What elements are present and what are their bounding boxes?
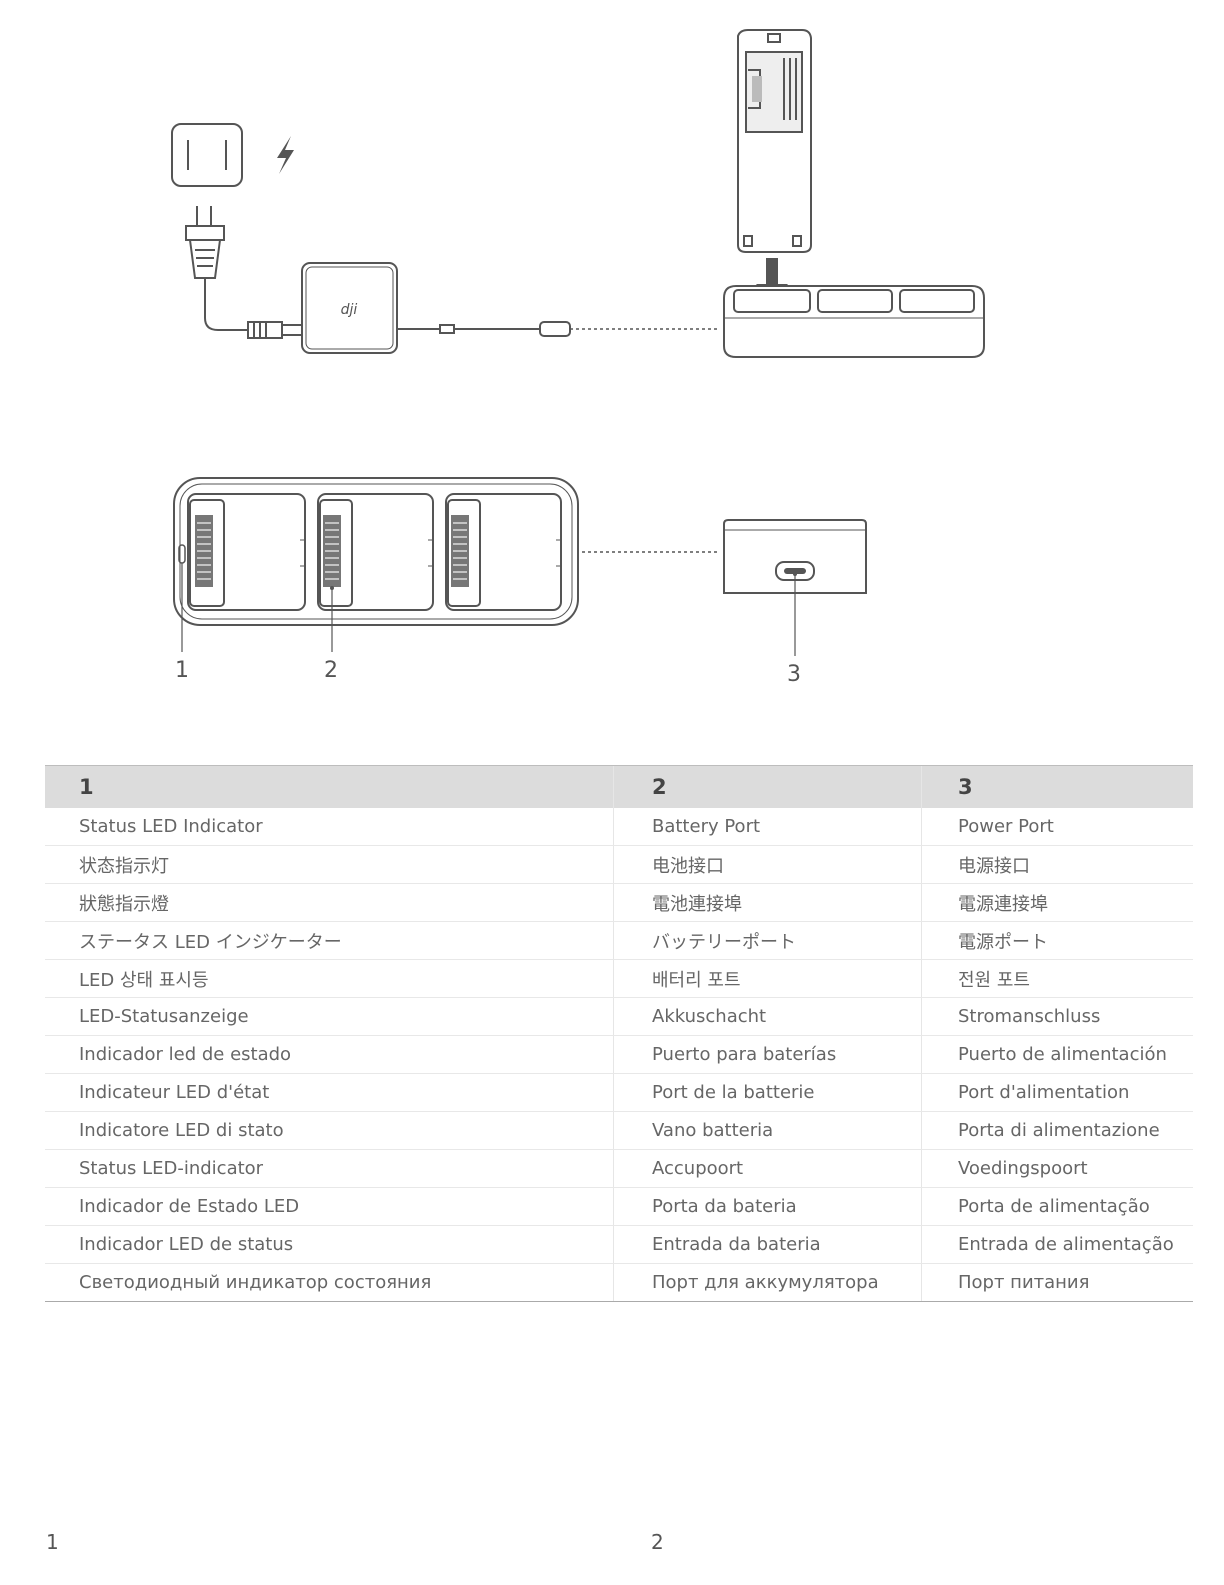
output-cable-icon bbox=[397, 321, 720, 337]
table-cell: 狀態指示燈 bbox=[45, 883, 614, 922]
table-row: Indicador de Estado LED Porta da bateria… bbox=[45, 1187, 1193, 1226]
table-cell: ステータス LED インジケーター bbox=[45, 921, 614, 960]
table-cell: Akkuschacht bbox=[613, 997, 922, 1036]
table-cell: 電源連接埠 bbox=[921, 883, 1193, 922]
table-cell: 电池接口 bbox=[613, 845, 922, 884]
table-cell: 배터리 포트 bbox=[613, 959, 922, 998]
battery-port-icon bbox=[195, 515, 469, 587]
dji-logo: dji bbox=[341, 302, 358, 318]
table-row: 狀態指示燈 電池連接埠 電源連接埠 bbox=[45, 883, 1193, 922]
table-cell: Status LED-indicator bbox=[45, 1149, 614, 1188]
table-cell: 電池連接埠 bbox=[613, 883, 922, 922]
table-cell: Power Port bbox=[921, 808, 1193, 846]
table-cell: Indicador led de estado bbox=[45, 1035, 614, 1074]
table-row: Indicador LED de status Entrada da bater… bbox=[45, 1225, 1193, 1264]
table-cell: Indicateur LED d'état bbox=[45, 1073, 614, 1112]
power-adapter-icon: dji bbox=[301, 262, 398, 354]
charging-hub-icon bbox=[723, 285, 985, 358]
charging-hub-side-view bbox=[723, 519, 867, 594]
table-cell: 状态指示灯 bbox=[45, 845, 614, 884]
table-cell: 電源ポート bbox=[921, 921, 1193, 960]
table-cell: Stromanschluss bbox=[921, 997, 1193, 1036]
table-row: Indicador led de estado Puerto para bate… bbox=[45, 1035, 1193, 1074]
table-cell: LED 상태 표시등 bbox=[45, 959, 614, 998]
table-cell: Puerto para baterías bbox=[613, 1035, 922, 1074]
table-cell: Indicador LED de status bbox=[45, 1225, 614, 1264]
lightning-icon bbox=[277, 136, 294, 174]
table-cell: Entrada da bateria bbox=[613, 1225, 922, 1264]
table-cell: Status LED Indicator bbox=[45, 808, 614, 846]
table-cell: Porta di alimentazione bbox=[921, 1111, 1193, 1150]
charging-hub-top-view bbox=[173, 477, 579, 626]
table-cell: Porta da bateria bbox=[613, 1187, 922, 1226]
cable-connector-icon bbox=[247, 321, 303, 339]
page-number-right: 2 bbox=[651, 1530, 664, 1554]
table-row: LED-Statusanzeige Akkuschacht Stromansch… bbox=[45, 997, 1193, 1036]
charging-hub-illustration: dji bbox=[171, 29, 985, 656]
wall-outlet-icon bbox=[171, 123, 243, 187]
page-number-left: 1 bbox=[46, 1530, 59, 1554]
table-row: Indicatore LED di stato Vano batteria Po… bbox=[45, 1111, 1193, 1150]
table-cell: 电源接口 bbox=[921, 845, 1193, 884]
header-1: 1 bbox=[45, 765, 614, 808]
header-3: 3 bbox=[921, 765, 1193, 808]
component-name-table: 1 2 3 Status LED Indicator Battery Port … bbox=[45, 765, 1193, 1302]
table-row: ステータス LED インジケーター バッテリーポート 電源ポート bbox=[45, 921, 1193, 960]
table-row: Status LED-indicator Accupoort Voedingsp… bbox=[45, 1149, 1193, 1188]
header-2: 2 bbox=[613, 765, 922, 808]
callout-2: 2 bbox=[324, 658, 338, 683]
table-row: Светодиодный индикатор состояния Порт дл… bbox=[45, 1263, 1193, 1302]
table-cell: Indicador de Estado LED bbox=[45, 1187, 614, 1226]
callout-1: 1 bbox=[175, 658, 189, 683]
table-row: Status LED Indicator Battery Port Power … bbox=[45, 808, 1193, 846]
table-cell: Светодиодный индикатор состояния bbox=[45, 1263, 614, 1302]
table-cell: Порт питания bbox=[921, 1263, 1193, 1302]
table-cell: Porta de alimentação bbox=[921, 1187, 1193, 1226]
table-cell: Port de la batterie bbox=[613, 1073, 922, 1112]
table-row: LED 상태 표시등 배터리 포트 전원 포트 bbox=[45, 959, 1193, 998]
ac-plug-icon bbox=[185, 206, 250, 331]
callout-3: 3 bbox=[787, 662, 801, 687]
table-row: Indicateur LED d'état Port de la batteri… bbox=[45, 1073, 1193, 1112]
table-cell: Порт для аккумулятора bbox=[613, 1263, 922, 1302]
table-cell: 전원 포트 bbox=[921, 959, 1193, 998]
table-cell: Port d'alimentation bbox=[921, 1073, 1193, 1112]
table-cell: Battery Port bbox=[613, 808, 922, 846]
table-row: 状态指示灯 电池接口 电源接口 bbox=[45, 845, 1193, 884]
table-cell: LED-Statusanzeige bbox=[45, 997, 614, 1036]
table-cell: Voedingspoort bbox=[921, 1149, 1193, 1188]
table-cell: Entrada de alimentação bbox=[921, 1225, 1193, 1264]
table-cell: Indicatore LED di stato bbox=[45, 1111, 614, 1150]
table-cell: Vano batteria bbox=[613, 1111, 922, 1150]
table-cell: Accupoort bbox=[613, 1149, 922, 1188]
table-header-row: 1 2 3 bbox=[45, 765, 1193, 808]
battery-icon bbox=[737, 29, 812, 253]
table-cell: Puerto de alimentación bbox=[921, 1035, 1193, 1074]
table-cell: バッテリーポート bbox=[613, 921, 922, 960]
